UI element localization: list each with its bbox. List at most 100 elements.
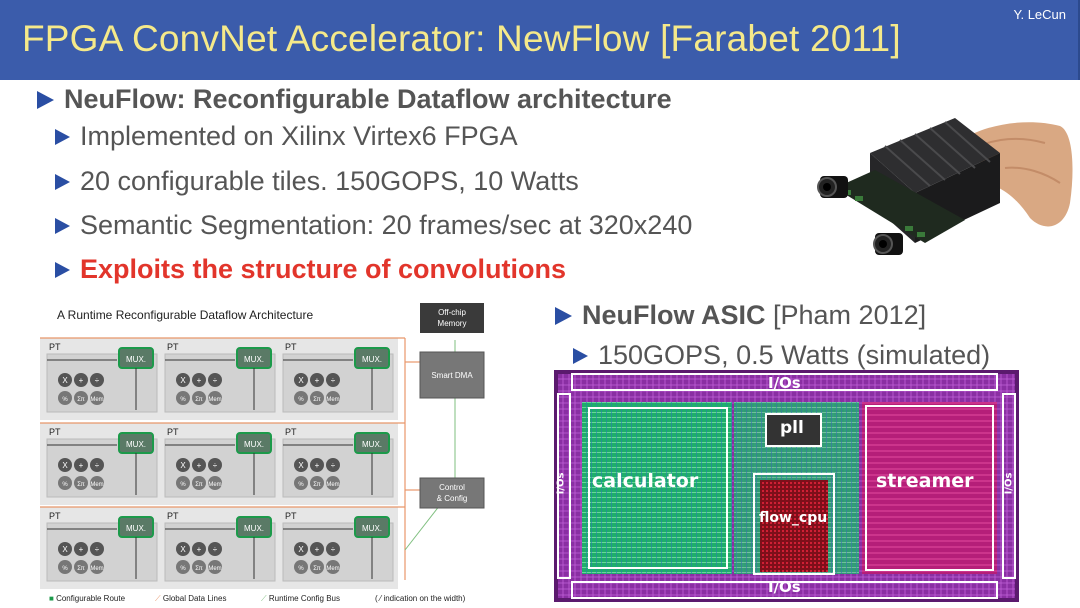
operator-label: % <box>62 397 68 403</box>
operator-label: Mem <box>208 566 221 572</box>
title-bar: FPGA ConvNet Accelerator: NewFlow [Farab… <box>0 0 1080 80</box>
operator-circle <box>192 542 206 556</box>
control-label-2: & Config <box>437 494 468 503</box>
bullet-main-text: NeuFlow: Reconfigurable Dataflow archite… <box>64 84 672 114</box>
operator-circle <box>326 458 340 472</box>
operator-circle <box>208 542 222 556</box>
operator-circle <box>176 458 190 472</box>
operator-label: ÷ <box>95 376 100 385</box>
bullet-main: NeuFlow: Reconfigurable Dataflow archite… <box>37 84 672 115</box>
operator-label: ÷ <box>213 545 218 554</box>
mux-label: MUX. <box>244 355 264 364</box>
operator-circle <box>208 458 222 472</box>
operator-circle <box>294 373 308 387</box>
legend-item: ⟋ Global Data Lines <box>155 594 227 603</box>
legend-item: ■ Configurable Route <box>49 594 126 603</box>
operator-label: Σπ <box>313 482 321 488</box>
pll-label: pll <box>780 418 804 438</box>
legend-label: Runtime Config Bus <box>268 594 340 603</box>
operator-label: Mem <box>326 397 339 403</box>
operator-circle <box>208 560 222 574</box>
operator-label: Mem <box>326 566 339 572</box>
operator-label: % <box>298 566 304 572</box>
fpga-device-photo <box>817 118 1073 255</box>
operator-label: X <box>180 461 186 470</box>
operator-circle <box>294 560 308 574</box>
bullet-item: Semantic Segmentation: 20 frames/sec at … <box>55 210 692 241</box>
operator-circle <box>310 373 324 387</box>
author-label: Y. LeCun <box>1013 7 1066 22</box>
legend-item: ( ⁄ indication on the width) <box>375 594 465 603</box>
operator-label: % <box>298 397 304 403</box>
operator-label: + <box>79 376 84 385</box>
pt-label: PT <box>285 427 297 437</box>
operator-circle <box>326 391 340 405</box>
operator-label: Σπ <box>195 566 203 572</box>
operator-circle <box>192 476 206 490</box>
pll-block <box>765 413 822 447</box>
diagram-title: A Runtime Reconfigurable Dataflow Archit… <box>57 308 314 322</box>
operator-label: Mem <box>90 566 103 572</box>
operator-circle <box>326 476 340 490</box>
bullet-triangle-icon <box>37 90 54 109</box>
offchip-memory-box <box>420 303 484 333</box>
io-bottom-label: I/Os <box>768 578 801 596</box>
bullet-triangle-icon <box>55 217 70 234</box>
bullet-triangle-icon <box>55 128 70 145</box>
pt-label: PT <box>49 427 61 437</box>
operator-circle <box>74 373 88 387</box>
operator-label: ÷ <box>331 545 336 554</box>
asic-name: NeuFlow ASIC <box>582 300 766 330</box>
operator-label: Σπ <box>77 566 85 572</box>
operator-circle <box>58 373 72 387</box>
legend-item: ⟋ Runtime Config Bus <box>261 594 340 603</box>
bullet-triangle-icon <box>573 347 588 364</box>
io-top-label: I/Os <box>768 374 801 392</box>
operator-circle <box>176 373 190 387</box>
mux-label: MUX. <box>362 355 382 364</box>
operator-label: % <box>298 482 304 488</box>
operator-circle <box>90 391 104 405</box>
asic-spec-bullet: 150GOPS, 0.5 Watts (simulated) <box>573 340 990 371</box>
io-left-label: I/Os <box>555 472 567 495</box>
calculator-label: calculator <box>592 470 699 492</box>
operator-circle <box>74 542 88 556</box>
mux-label: MUX. <box>126 524 146 533</box>
bullet-item: 20 configurable tiles. 150GOPS, 10 Watts <box>55 166 579 197</box>
operator-circle <box>326 373 340 387</box>
operator-label: ÷ <box>95 545 100 554</box>
bullet-item-text: Implemented on Xilinx Virtex6 FPGA <box>80 121 518 151</box>
operator-label: Σπ <box>313 566 321 572</box>
asic-text: NeuFlow ASIC [Pham 2012] <box>582 300 926 331</box>
pt-label: PT <box>285 342 297 352</box>
control-label-1: Control <box>439 483 465 492</box>
operator-label: Mem <box>208 397 221 403</box>
operator-label: Σπ <box>195 397 203 403</box>
operator-label: Mem <box>326 482 339 488</box>
heatsink <box>870 118 1000 193</box>
operator-label: Σπ <box>77 397 85 403</box>
operator-label: + <box>315 545 320 554</box>
operator-label: % <box>180 566 186 572</box>
mux-label: MUX. <box>362 440 382 449</box>
io-ring-right <box>1002 393 1016 579</box>
operator-circle <box>176 476 190 490</box>
smart-dma-label: Smart DMA <box>431 371 473 380</box>
operator-circle <box>208 391 222 405</box>
operator-label: X <box>62 376 68 385</box>
operator-label: X <box>62 545 68 554</box>
pt-label: PT <box>167 427 179 437</box>
pt-label: PT <box>49 511 61 521</box>
pt-label: PT <box>167 511 179 521</box>
bullet-item-text: Exploits the structure of convolutions <box>80 254 567 284</box>
operator-circle <box>58 458 72 472</box>
operator-circle <box>192 458 206 472</box>
asic-chip-layout: I/Os I/Os I/Os I/Os pll calculator strea… <box>554 370 1019 602</box>
operator-circle <box>310 391 324 405</box>
operator-circle <box>58 560 72 574</box>
flow-cpu-block <box>753 473 835 575</box>
operator-circle <box>326 560 340 574</box>
bullet-item-text: 20 configurable tiles. 150GOPS, 10 Watts <box>80 166 579 196</box>
operator-circle <box>90 458 104 472</box>
operator-label: ÷ <box>331 461 336 470</box>
